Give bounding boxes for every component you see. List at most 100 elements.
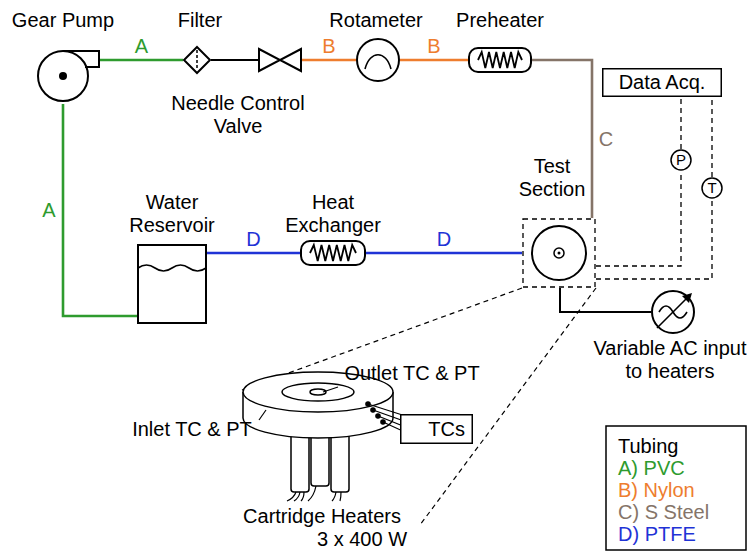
leader-line xyxy=(323,387,338,392)
water-reservoir: Water Reservoir xyxy=(137,244,207,324)
component-label: Rotameter xyxy=(316,9,436,32)
signal-line xyxy=(680,97,681,149)
ac-source-body xyxy=(652,291,694,333)
sensor-circle xyxy=(671,150,691,170)
preheater-symbol-outline xyxy=(468,47,532,73)
heater-coil xyxy=(310,245,356,261)
valve-symbol: Needle Control Valve xyxy=(258,48,302,72)
water-reservoir-outline xyxy=(137,244,207,324)
node-text: Data Acq. xyxy=(619,71,706,94)
legend-entry: C) S Steel xyxy=(618,501,709,524)
puck-channel xyxy=(282,383,354,401)
valve-half xyxy=(259,49,280,71)
callout-label: Inlet TC & PT xyxy=(132,418,252,441)
rotameter-body xyxy=(357,39,399,81)
rotameter-symbol: Rotameter xyxy=(356,38,400,82)
pipe-connector xyxy=(207,252,300,255)
tubing-letter: B xyxy=(426,35,441,57)
cartridge-heaters xyxy=(287,428,349,501)
signal-line xyxy=(711,97,712,177)
heater-coil xyxy=(478,52,522,68)
test-section-port xyxy=(558,252,561,255)
test-section-body xyxy=(532,226,586,280)
legend-box xyxy=(606,426,746,550)
leader-lines xyxy=(259,387,338,420)
variable-arrow xyxy=(657,298,687,328)
heater-rating: 3 x 400 W xyxy=(317,528,407,551)
legend-title: Tubing xyxy=(618,435,678,458)
cartridge-heater xyxy=(291,434,309,492)
cartridge-heater xyxy=(331,434,349,492)
detail-frame xyxy=(523,219,595,287)
pressure-transducer: P xyxy=(670,149,692,171)
daq-box: Data Acq. xyxy=(602,68,722,97)
pipe-connector xyxy=(302,59,356,62)
legend-entry: A) PVC xyxy=(618,457,685,480)
rotameter-scale xyxy=(365,55,391,69)
node-text: P xyxy=(676,151,686,168)
filter-symbol-outline xyxy=(183,46,211,74)
pump-casing xyxy=(38,51,88,101)
tubing-letter: B xyxy=(321,35,336,57)
tubing-letter: D xyxy=(436,228,452,250)
line-connector xyxy=(560,288,651,312)
outline-box xyxy=(401,415,473,444)
valve-half xyxy=(280,49,301,71)
node-text-area: TCs xyxy=(400,414,473,444)
reservoir-tank xyxy=(138,245,206,323)
tubing-letter: D xyxy=(245,228,261,250)
test-section-port xyxy=(554,248,564,258)
legend-entry: B) Nylon xyxy=(618,479,695,502)
legend-text: A) PVC xyxy=(618,457,685,479)
tc-bundle-box: TCs xyxy=(400,414,473,444)
test-section: Test Section xyxy=(522,218,596,288)
signal-line xyxy=(596,199,712,279)
component-label: Test Section xyxy=(510,155,594,201)
heater-wires xyxy=(287,486,341,501)
component-label: Needle Control Valve xyxy=(163,92,313,138)
filter-body xyxy=(184,47,210,73)
pump-symbol: Gear Pump xyxy=(36,48,100,104)
zoom-lines xyxy=(242,288,596,525)
signal-line xyxy=(596,171,681,266)
pump-outlet xyxy=(63,51,99,67)
node-text: TCs xyxy=(428,418,465,441)
filter-element xyxy=(196,50,198,70)
sensor-circle xyxy=(702,178,722,198)
pipe-connector xyxy=(63,104,137,316)
pipe-connector xyxy=(366,252,522,255)
leader-line xyxy=(259,410,266,420)
component-label: Variable AC input to heaters xyxy=(587,337,753,383)
heater-shell xyxy=(469,48,531,72)
heat-exchanger-outline xyxy=(300,240,366,266)
legend-text: D) PTFE xyxy=(618,523,696,545)
callout-label: Outlet TC & PT xyxy=(344,362,479,385)
pump-symbol-outline xyxy=(36,48,100,104)
ac-power-supply: Variable AC input to heaters xyxy=(651,290,695,334)
component-label: Gear Pump xyxy=(0,9,128,32)
tubing-letter: C xyxy=(598,128,614,150)
pipe-connector xyxy=(400,59,468,62)
node-text-area: T xyxy=(701,177,723,199)
tubing-letter: A xyxy=(134,35,149,57)
heater-shell xyxy=(301,241,365,265)
node-text-area: Data Acq. xyxy=(602,68,722,97)
zoom-line xyxy=(420,288,596,525)
line-connector xyxy=(211,59,258,61)
pipe-connector xyxy=(100,59,183,62)
legend-text: B) Nylon xyxy=(618,479,695,501)
heat-exchanger: Heat Exchanger xyxy=(300,240,366,266)
legend-text: C) S Steel xyxy=(618,501,709,523)
test-section-outline xyxy=(522,218,596,288)
water-surface xyxy=(138,265,206,271)
component-label: Water Reservoir xyxy=(124,191,220,237)
rotameter-symbol-outline xyxy=(356,38,400,82)
callout-label: Cartridge Heaters xyxy=(243,505,401,528)
legend-entry: D) PTFE xyxy=(618,523,696,546)
valve-symbol-outline xyxy=(258,48,302,72)
ac-power-supply-outline xyxy=(651,290,695,334)
filter-symbol: Filter xyxy=(183,46,211,74)
node-text-area: P xyxy=(670,149,692,171)
component-label: Preheater xyxy=(445,9,555,32)
